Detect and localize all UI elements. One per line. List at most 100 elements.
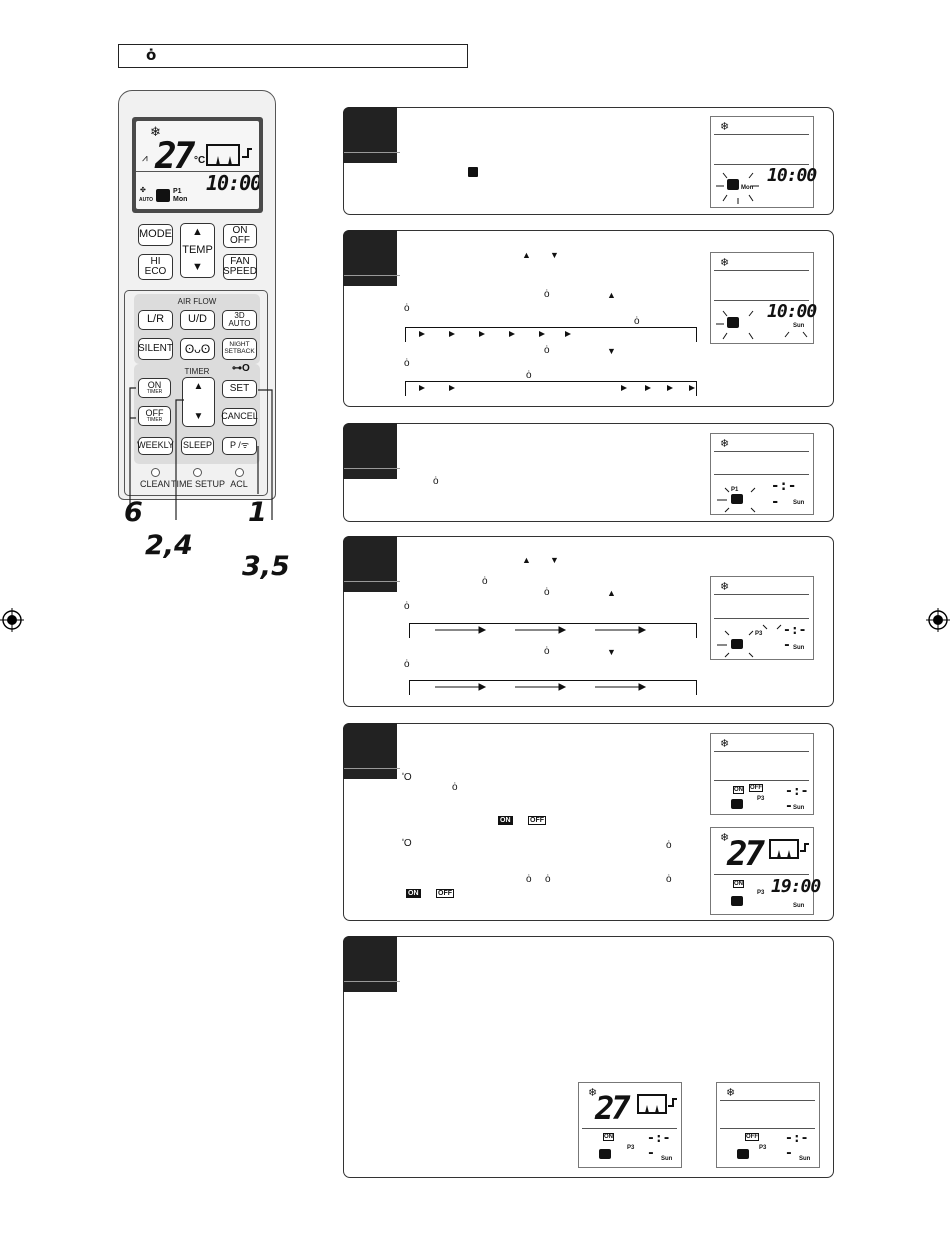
step-1-tab <box>343 107 397 163</box>
louver-icon <box>637 1094 677 1114</box>
ud-button[interactable]: U/D <box>180 310 215 330</box>
lcd-program: P1 <box>173 188 182 195</box>
wifi-icon: ᯤ <box>240 440 250 451</box>
remote-lower-frame <box>124 290 268 496</box>
glyph: ȯ <box>544 587 550 598</box>
glyph: ȯ <box>666 874 672 885</box>
lcd-mode: AUTO <box>139 197 154 203</box>
lcd-day: Mon <box>173 196 188 203</box>
temp-up-icon[interactable]: ▲ <box>192 226 203 238</box>
s5b-temp: 27 <box>727 834 765 874</box>
off-icon: OFF <box>436 889 454 898</box>
fan-face-button[interactable]: ʘᴗʘ <box>180 338 215 360</box>
s3-time: -:- - <box>771 478 797 510</box>
weekly-timer-icon <box>731 494 743 504</box>
lcd-time: 10:00 <box>206 171 259 195</box>
weekly-timer-icon <box>731 799 743 809</box>
snowflake-icon: ❄ <box>720 581 730 593</box>
up-arrow-icon: ▲ <box>607 588 616 598</box>
off-timer-label: OFF <box>145 407 164 418</box>
day-sequence-backward <box>405 381 697 396</box>
registration-mark-left <box>0 608 24 632</box>
timer-up-icon[interactable]: ▲ <box>193 381 204 392</box>
time-setup-label: TIME SETUP <box>170 479 225 489</box>
air-flow-label: AIR FLOW <box>177 297 217 306</box>
fan-icon: ✤ <box>140 187 146 194</box>
up-arrow-icon: ▲ <box>522 555 531 565</box>
set-button[interactable]: SET <box>222 380 257 398</box>
program-arrows <box>435 626 647 634</box>
callout-2-4: 2,4 <box>145 530 193 561</box>
timer-label: TIMER <box>184 367 210 376</box>
sequence-arrows-back <box>419 385 695 391</box>
s3-day: Sun <box>793 500 805 506</box>
on-icon: ON <box>603 1133 614 1141</box>
temp-button[interactable]: ▲ TEMP ▼ <box>180 223 215 278</box>
glyph: ȯ <box>404 303 410 314</box>
program-sequence-backward <box>409 680 697 695</box>
weekly-timer-icon <box>599 1149 611 1159</box>
on-off-label-off: OFF <box>230 235 250 246</box>
section-title-bar: ȯ <box>118 44 468 68</box>
fan-face-icon: ʘᴗʘ <box>184 341 211 356</box>
fan-label: FAN <box>230 255 250 267</box>
s5b-day: Sun <box>793 903 805 909</box>
snowflake-icon: ❄ <box>720 738 730 750</box>
step-5-display-a: ❄ ON OFF P3 -:- - Sun <box>710 733 814 815</box>
weekly-timer-icon <box>156 189 170 202</box>
glyph: ȯ <box>634 316 640 327</box>
sequence-arrows <box>419 331 571 337</box>
s6b-prog: P3 <box>759 1145 767 1151</box>
day-sequence-forward <box>405 327 697 342</box>
s4-prog: P3 <box>755 631 763 637</box>
on-timer-label: ON <box>147 379 162 390</box>
timer-up-down-button[interactable]: ▲▼ <box>182 377 215 427</box>
clean-label: CLEAN <box>139 479 170 489</box>
mode-button[interactable]: MODE <box>138 224 173 246</box>
step-1-display: ❄ 10:00 Mon <box>710 116 817 208</box>
s6a-time: -:- - <box>647 1131 671 1161</box>
snowflake-icon: ❄ <box>720 438 730 450</box>
step-2-display: ❄ 10:00 Sun <box>710 252 817 344</box>
time-setup-led <box>193 468 202 477</box>
night-label: NIGHT <box>229 341 250 349</box>
eco-label: ECO <box>144 266 167 277</box>
timer-down-icon[interactable]: ▼ <box>193 410 204 422</box>
glyph: ȯ <box>545 874 551 885</box>
s6b-time: -:- - <box>785 1131 809 1161</box>
hi-label: HI <box>150 255 161 267</box>
callout-lines <box>129 387 273 520</box>
temp-down-icon[interactable]: ▼ <box>192 261 203 274</box>
p-wifi-button[interactable]: P / ᯤ <box>222 437 257 455</box>
sleep-button[interactable]: SLEEP <box>181 437 214 455</box>
on-icon: ON <box>733 786 744 794</box>
down-arrow-icon: ▼ <box>607 346 616 356</box>
3d-auto-button[interactable]: 3D AUTO <box>222 310 257 330</box>
silent-button[interactable]: SILENT <box>138 338 173 360</box>
s5b-prog: P3 <box>757 890 765 896</box>
weekly-timer-icon <box>468 167 478 177</box>
callout-6: 6 <box>124 497 143 528</box>
setback-label: SETBACK <box>224 348 255 355</box>
off-icon: OFF <box>745 1133 759 1141</box>
glyph: ȯ <box>544 646 550 657</box>
weekly-button[interactable]: WEEKLY <box>137 437 174 455</box>
program-sequence-forward <box>409 623 697 638</box>
s6a-prog: P3 <box>627 1145 635 1151</box>
cancel-button[interactable]: CANCEL <box>221 408 258 426</box>
weekly-timer-icon <box>737 1149 749 1159</box>
lr-button[interactable]: L/R <box>138 310 173 330</box>
glyph: ȯ <box>666 840 672 851</box>
s2-time: 10:00 <box>767 301 817 322</box>
callout-3-5: 3,5 <box>242 551 290 582</box>
s6a-day: Sun <box>661 1156 673 1162</box>
step-4-display: ❄ P3 -:- - Sun <box>710 576 814 660</box>
glyph: ȯ <box>544 345 550 356</box>
s5-time: -:- - <box>785 784 809 814</box>
